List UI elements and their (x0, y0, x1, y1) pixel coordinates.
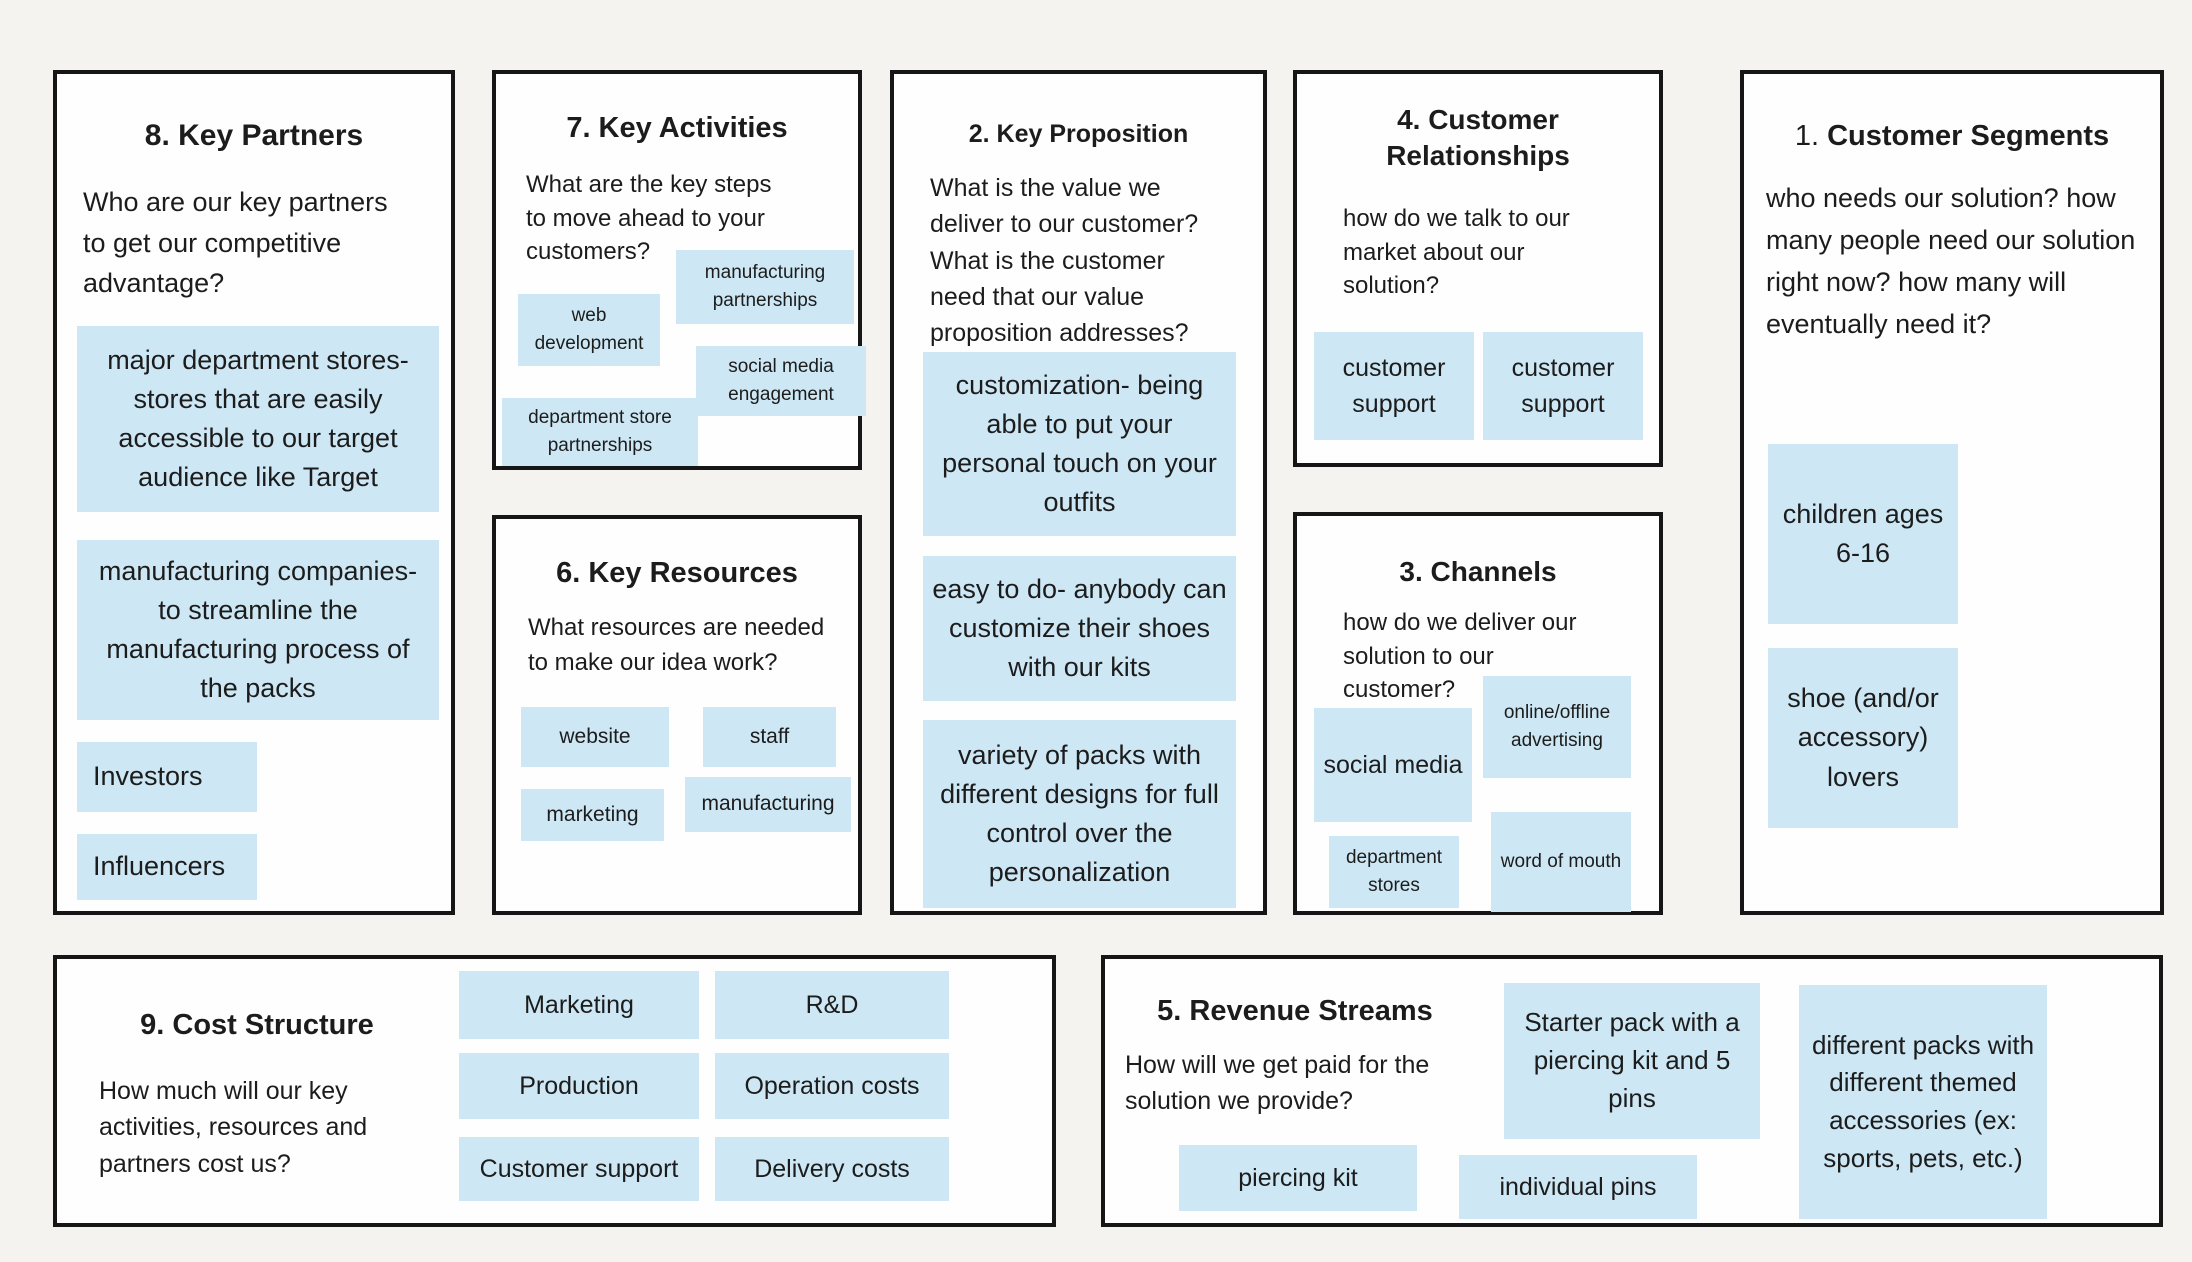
section-description: how do we talk to our market about our s… (1343, 205, 1570, 300)
section-description: who needs our solution? how many people … (1766, 183, 2136, 339)
section-title: 7. Key Activities (566, 112, 788, 144)
section-customer-relationships: 4. Customer Relationships how do we talk… (1293, 70, 1663, 467)
section-title: 5. Revenue Streams (1157, 995, 1433, 1027)
sticky-note-operation-costs[interactable]: Operation costs (715, 1053, 949, 1119)
section-description: What are the key steps to move ahead to … (526, 171, 772, 266)
section-cost-structure: 9. Cost Structure How much will our key … (53, 955, 1056, 1227)
sticky-note-major-department-stores[interactable]: major department stores- stores that are… (77, 326, 439, 512)
sticky-note-marketing-cost[interactable]: Marketing (459, 971, 699, 1039)
sticky-note-department-stores[interactable]: department stores (1329, 836, 1459, 908)
sticky-note-manufacturing[interactable]: manufacturing (685, 777, 851, 832)
sticky-note-shoe-accessory-lovers[interactable]: shoe (and/or accessory) lovers (1768, 648, 1958, 828)
sticky-note-rd[interactable]: R&D (715, 971, 949, 1039)
sticky-note-word-of-mouth[interactable]: word of mouth (1491, 812, 1631, 912)
sticky-note-staff[interactable]: staff (703, 707, 836, 767)
sticky-note-manufacturing-partnerships[interactable]: manufacturing partnerships (676, 250, 854, 324)
sticky-note-social-media-engagement[interactable]: social media engagement (696, 346, 866, 416)
sticky-note-department-store-partnerships[interactable]: department store partnerships (502, 398, 698, 466)
sticky-note-piercing-kit[interactable]: piercing kit (1179, 1145, 1417, 1211)
sticky-note-variety-of-packs[interactable]: variety of packs with different designs … (923, 720, 1236, 908)
sticky-note-investors[interactable]: Investors (77, 742, 257, 812)
section-key-partners: 8. Key Partners Who are our key partners… (53, 70, 455, 915)
section-title: 8. Key Partners (144, 119, 364, 152)
sticky-note-customization[interactable]: customization- being able to put your pe… (923, 352, 1236, 536)
sticky-note-production[interactable]: Production (459, 1053, 699, 1119)
section-key-proposition: 2. Key Proposition What is the value we … (890, 70, 1267, 915)
section-key-resources: 6. Key Resources What resources are need… (492, 515, 862, 915)
section-title: 2. Key Proposition (968, 120, 1189, 148)
sticky-note-website[interactable]: website (521, 707, 669, 767)
section-description: Who are our key partners to get our comp… (83, 187, 388, 298)
section-description: What is the value we deliver to our cust… (930, 174, 1199, 347)
title-text: Customer Segments (1827, 120, 2110, 152)
section-channels: 3. Channels how do we deliver our soluti… (1293, 512, 1663, 915)
sticky-note-different-packs[interactable]: different packs with different themed ac… (1799, 985, 2047, 1219)
section-description: How will we get paid for the solution we… (1125, 1051, 1430, 1116)
section-title: 3. Channels (1399, 556, 1557, 587)
section-description: How much will our key activities, resour… (99, 1077, 368, 1178)
sticky-note-manufacturing-companies[interactable]: manufacturing companies- to streamline t… (77, 540, 439, 720)
sticky-note-customer-support-1[interactable]: customer support (1314, 332, 1474, 440)
section-description: how do we deliver our solution to our cu… (1343, 609, 1577, 704)
sticky-note-customer-support-2[interactable]: customer support (1483, 332, 1643, 440)
title-number: 1. (1794, 120, 1820, 152)
sticky-note-marketing[interactable]: marketing (521, 789, 664, 841)
sticky-note-delivery-costs[interactable]: Delivery costs (715, 1137, 949, 1201)
sticky-note-online-offline-advertising[interactable]: online/offline advertising (1483, 676, 1631, 778)
sticky-note-customer-support-cost[interactable]: Customer support (459, 1137, 699, 1201)
section-title: 6. Key Resources (556, 557, 798, 589)
sticky-note-children-ages-6-16[interactable]: children ages 6-16 (1768, 444, 1958, 624)
section-title: 4. Customer Relationships (1386, 104, 1570, 172)
section-key-activities: 7. Key Activities What are the key steps… (492, 70, 866, 470)
sticky-note-web-development[interactable]: web development (518, 294, 660, 366)
section-description: What resources are needed to make our id… (528, 614, 825, 676)
section-customer-segments: 1. Customer Segments who needs our solut… (1740, 70, 2164, 915)
section-title: 1. Customer Segments (1744, 118, 2160, 156)
sticky-note-individual-pins[interactable]: individual pins (1459, 1155, 1697, 1219)
sticky-note-easy-to-do[interactable]: easy to do- anybody can customize their … (923, 556, 1236, 701)
section-revenue-streams: 5. Revenue Streams How will we get paid … (1101, 955, 2163, 1227)
section-title: 9. Cost Structure (140, 1009, 374, 1041)
sticky-note-starter-pack[interactable]: Starter pack with a piercing kit and 5 p… (1504, 983, 1760, 1139)
sticky-note-influencers[interactable]: Influencers (77, 834, 257, 900)
sticky-note-social-media[interactable]: social media (1314, 708, 1472, 822)
